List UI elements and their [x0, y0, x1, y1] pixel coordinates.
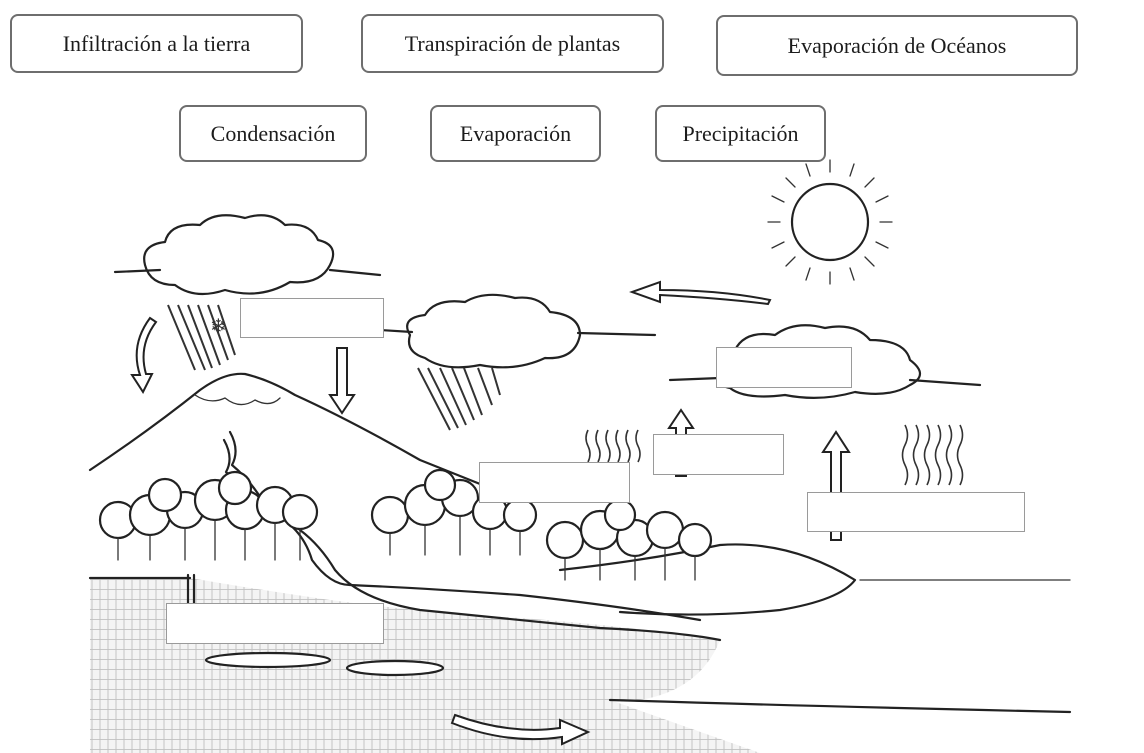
cloud-tail-3	[668, 376, 982, 387]
drop-slot-5[interactable]	[807, 492, 1025, 532]
tree-cluster-middle	[370, 468, 538, 556]
cloud-icon-middle	[406, 293, 582, 369]
drop-slot-2[interactable]	[716, 347, 852, 388]
snowflake-icon: ❄	[210, 314, 227, 338]
underground-lake-2	[345, 659, 445, 677]
mountain-icon	[88, 372, 522, 502]
chip-infiltracion[interactable]: Infiltración a la tierra	[10, 14, 303, 73]
rain-icon-middle	[417, 367, 501, 431]
chip-evaporacion[interactable]: Evaporación	[430, 105, 601, 162]
mountain-snowcap	[194, 394, 281, 406]
ocean-surface	[608, 698, 1072, 714]
drop-slot-3[interactable]	[653, 434, 784, 475]
rain-icon	[167, 304, 236, 371]
cloud-tail-2	[378, 328, 657, 337]
cloud-tail-1	[113, 268, 382, 277]
arrow-icon-down-mid	[328, 347, 356, 415]
drop-slot-6[interactable]	[166, 603, 384, 644]
sun-icon	[767, 159, 893, 285]
vapor-lines-icon-right	[901, 424, 964, 486]
vapor-lines-icon	[585, 429, 641, 463]
arrow-icon-underground	[450, 713, 591, 746]
chip-condensacion[interactable]: Condensación	[179, 105, 367, 162]
cloud-icon	[143, 214, 335, 296]
drop-slot-1[interactable]	[240, 298, 384, 338]
tree-cluster-right	[545, 498, 713, 581]
chip-evaporacion-oceanos[interactable]: Evaporación de Océanos	[716, 15, 1078, 76]
arrow-icon-sun	[629, 280, 772, 306]
land-right	[558, 543, 857, 616]
tree-cluster-left	[98, 470, 319, 561]
chip-transpiracion[interactable]: Transpiración de plantas	[361, 14, 664, 73]
underground-lake-1	[204, 651, 332, 669]
drop-slot-4[interactable]	[479, 462, 630, 503]
chip-precipitacion[interactable]: Precipitación	[655, 105, 826, 162]
ocean	[610, 700, 1070, 753]
arrow-icon-down-left	[130, 316, 158, 395]
